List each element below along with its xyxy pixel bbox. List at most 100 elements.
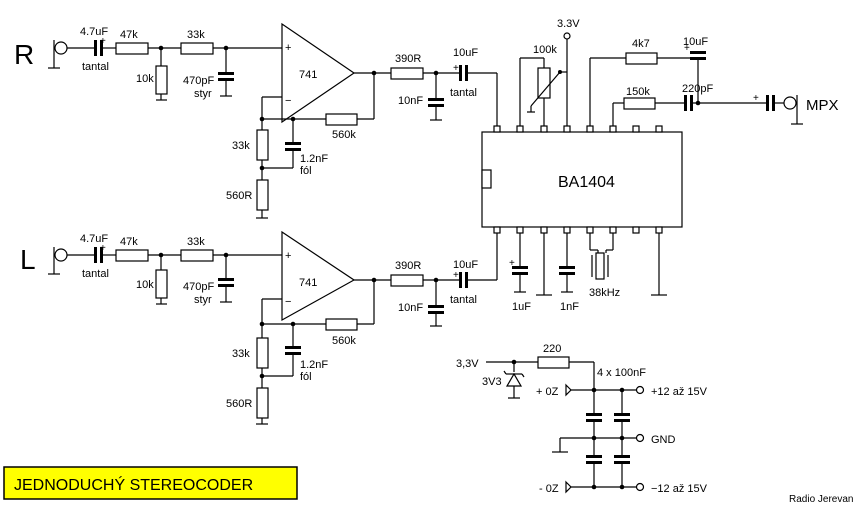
channel-left: L 4.7uF + tantal 47k 10k 33k 470pF [20,230,498,425]
r-150k-value: 150k [626,86,650,98]
svg-text:+: + [100,36,106,47]
neg-supply-label: −12 až 15V [651,483,708,495]
ic-bottom-pins [493,226,663,234]
title-box [3,466,298,500]
supply-terminal-icon [563,32,571,40]
r1-value: 47k [120,29,138,41]
gnd-label: GND [651,434,676,446]
ic-top-circuit: 3.3V 100k 4k7 10uF + 150k 220pF [519,18,839,126]
zener-diode-icon [503,370,525,387]
c-g-value: 1.2nF [300,153,328,165]
ic-notch [481,169,492,189]
c-in-type-l: tantal [82,268,109,280]
resistor-33k-l [180,249,214,262]
r-4k7-value: 4k7 [632,38,650,50]
cap-plate [100,40,103,56]
r-out-value: 390R [395,53,421,65]
svg-text:+: + [285,250,291,262]
r-g1-value: 33k [232,140,250,152]
input-jack-icon [48,40,68,69]
resistor-33k-gain-l [256,337,269,369]
opamp-741 [281,22,356,124]
c-in-value-l: 4.7uF [80,233,108,245]
c-out-value-l: 10uF [453,259,478,271]
c-g-type: fól [300,165,312,177]
resistor-220 [537,356,570,369]
resistor-560k-l [325,318,358,331]
resistor-390r [390,67,424,80]
xtal-value: 38kHz [589,287,620,299]
c-g-value-l: 1.2nF [300,359,328,371]
c-out-type: tantal [450,87,477,99]
c-g-type-l: fól [300,371,312,383]
c-filter-value: 470pF [183,75,214,87]
mpx-label: MPX [806,97,839,114]
resistor-10k [155,65,168,95]
resistor-560r [256,179,269,211]
svg-text:+: + [509,258,515,269]
c-shunt-value-l: 10nF [398,302,423,314]
resistor-10k-l [155,269,168,299]
output-jack-icon [783,95,803,125]
c-shunt-value: 10nF [398,95,423,107]
diagram-title: JEDNODUCHÝ STEREOCODER [14,475,253,494]
pos-supply-label: +12 až 15V [651,386,708,398]
c-220pf-value: 220pF [682,83,713,95]
psu-r-value: 220 [543,343,561,355]
opamp-label: 741 [299,69,317,81]
resistor-33k-gain [256,129,269,161]
opamp-label-l: 741 [299,277,317,289]
arrow-icon [565,480,572,494]
pos-0z-label: + 0Z [536,386,559,398]
resistor-150k [623,97,656,110]
r-fb-value: 560k [332,129,356,141]
c-in-value: 4.7uF [80,26,108,38]
ic-ba1404: BA1404 [481,125,683,234]
svg-text:+: + [753,93,759,104]
input-jack-icon [48,247,68,275]
terminal-icon [635,385,645,395]
svg-text:+: + [453,63,459,74]
psu-3v3-label: 3,3V [456,358,479,370]
psu-caps-value: 4 x 100nF [597,367,646,379]
c-filter-type-l: styr [194,294,212,306]
r-g2-value-l: 560R [226,398,252,410]
channel-l-label: L [20,244,36,275]
c-out-type-l: tantal [450,294,477,306]
resistor-390r-l [390,274,424,287]
svg-text:−: − [285,95,291,107]
ic-top-pins [493,125,663,133]
r-gnd-value-l: 10k [136,279,154,291]
supply-label: 3.3V [557,18,580,30]
terminal-icon [635,433,645,443]
c-1uf-value: 1uF [512,301,531,313]
resistor-4k7 [625,52,658,65]
svg-text:+: + [453,270,459,281]
svg-text:+: + [100,243,106,254]
r-g1-value-l: 33k [232,348,250,360]
c-in-type: tantal [82,61,109,73]
neg-0z-label: - 0Z [539,483,559,495]
arrow-icon [565,383,572,397]
resistor-560k [325,113,358,126]
c-10uf-value: 10uF [683,36,708,48]
resistor-47k-l [115,249,149,262]
channel-r-label: R [14,39,34,70]
c-filter-value-l: 470pF [183,281,214,293]
r-g2-value: 560R [226,190,252,202]
resistor-47k [115,42,149,55]
r-fb-value-l: 560k [332,335,356,347]
r2-value-l: 33k [187,236,205,248]
resistor-33k [180,42,214,55]
r2-value: 33k [187,29,205,41]
c-filter-type: styr [194,88,212,100]
potentiometer-100k [537,67,551,99]
zener-value: 3V3 [482,376,502,388]
c-out-value: 10uF [453,47,478,59]
pot-wiper-arrow-icon [530,71,561,107]
r1-value-l: 47k [120,236,138,248]
crystal-icon [591,250,609,280]
channel-right: R 4.7uF + tantal 47k 10k 33k [14,22,498,219]
opamp-741-l [281,230,356,322]
